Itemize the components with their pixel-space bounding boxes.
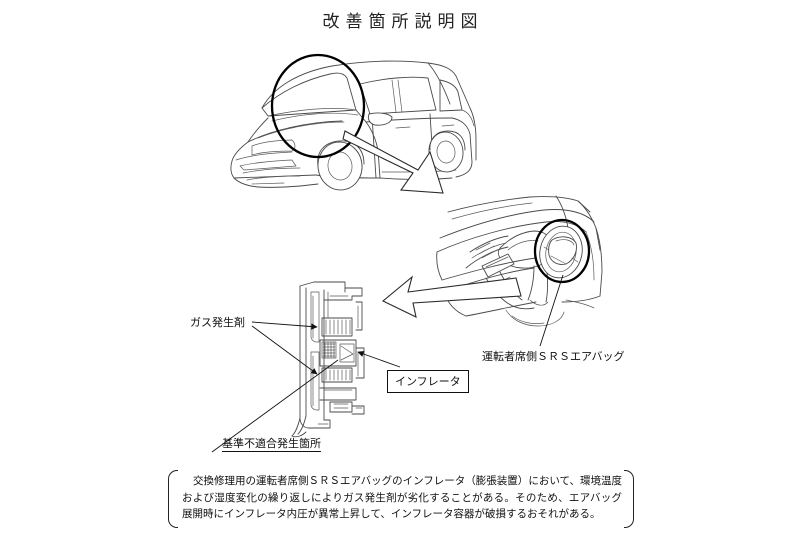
leader-inflator [357, 350, 401, 368]
label-driver-srs-airbag: 運転者席側ＳＲＳエアバッグ [482, 350, 625, 363]
leader-driver-srs-airbag [539, 274, 564, 347]
exterior-vehicle-view [230, 53, 477, 191]
arrow-interior-to-inflator [381, 275, 522, 318]
arrow-exterior-to-interior [342, 130, 444, 194]
steering-wheel [539, 225, 583, 279]
highlight-ellipse-steering-wheel [533, 218, 591, 284]
description-text: 交換修理用の運転者席側ＳＲＳエアバッグのインフレータ（膨張装置）において、環境温… [182, 475, 622, 520]
leader-defect-location [211, 359, 339, 453]
label-inflator: インフレータ [387, 370, 469, 393]
label-gas-generant: ガス発生剤 [190, 316, 245, 329]
page-title: 改善箇所説明図 [322, 12, 484, 32]
interior-dashboard-view [436, 195, 603, 327]
inflator-cross-section-view [291, 281, 365, 438]
leader-lines [211, 274, 564, 453]
bracket-left [168, 470, 178, 528]
leader-gas-generant-upper [251, 321, 318, 330]
leader-gas-generant-lower [251, 325, 318, 375]
highlight-ellipse-windshield [270, 53, 366, 159]
label-defect-location: 基準不適合発生箇所 [222, 437, 321, 452]
label-defect-location-text: 基準不適合発生箇所 [222, 437, 321, 452]
description-block: 交換修理用の運転者席側ＳＲＳエアバッグのインフレータ（膨張装置）において、環境温… [168, 470, 634, 528]
bracket-right [624, 470, 634, 528]
